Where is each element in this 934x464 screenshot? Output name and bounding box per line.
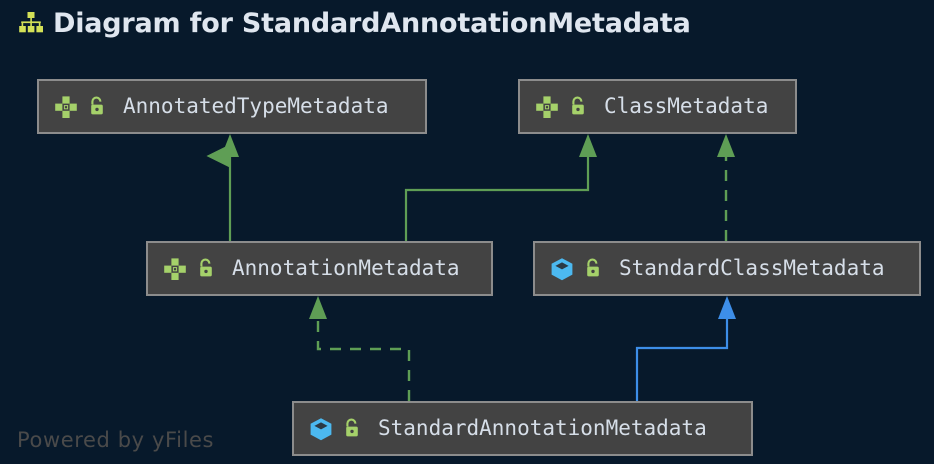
interface-icon [55, 95, 77, 118]
class-node-label: ClassMetadata [604, 94, 769, 118]
unlocked-icon [346, 418, 358, 436]
edge-standardannotationmetadata-to-standardclassmetadata[interactable] [635, 296, 736, 401]
edge-annotationmetadata-to-classmetadata[interactable] [404, 134, 597, 241]
hierarchy-icon [19, 12, 43, 33]
class-node-standardannotationmetadata[interactable]: StandardAnnotationMetadata [292, 401, 753, 456]
interface-icon [536, 95, 558, 118]
unlocked-icon [572, 96, 584, 114]
class-node-label: AnnotatedTypeMetadata [123, 94, 389, 118]
class-node-classmetadata[interactable]: ClassMetadata [518, 79, 797, 134]
class-node-standardclassmetadata[interactable]: StandardClassMetadata [533, 241, 921, 296]
class-node-label: StandardAnnotationMetadata [378, 416, 707, 440]
unlocked-icon [200, 258, 212, 276]
page-title-text: Diagram for StandardAnnotationMetadata [53, 7, 691, 39]
page-title: Diagram for StandardAnnotationMetadata [18, 4, 691, 42]
class-icon [310, 417, 332, 440]
class-node-label: StandardClassMetadata [619, 256, 885, 280]
class-node-annotationmetadata[interactable]: AnnotationMetadata [146, 241, 493, 296]
class-node-label: AnnotationMetadata [232, 256, 460, 280]
unlocked-icon [587, 258, 599, 276]
edge-standardclassmetadata-to-classmetadata[interactable] [717, 134, 735, 241]
unlocked-icon [91, 96, 103, 114]
yfiles-watermark: Powered by yFiles [17, 428, 215, 452]
interface-icon [164, 257, 186, 280]
edge-standardannotationmetadata-to-annotationmetadata[interactable] [309, 296, 411, 401]
class-node-annotatedtypemetadata[interactable]: AnnotatedTypeMetadata [37, 79, 427, 134]
edge-annotationmetadata-to-annotatedtypemetadata[interactable] [206, 134, 239, 241]
class-icon [551, 257, 573, 280]
